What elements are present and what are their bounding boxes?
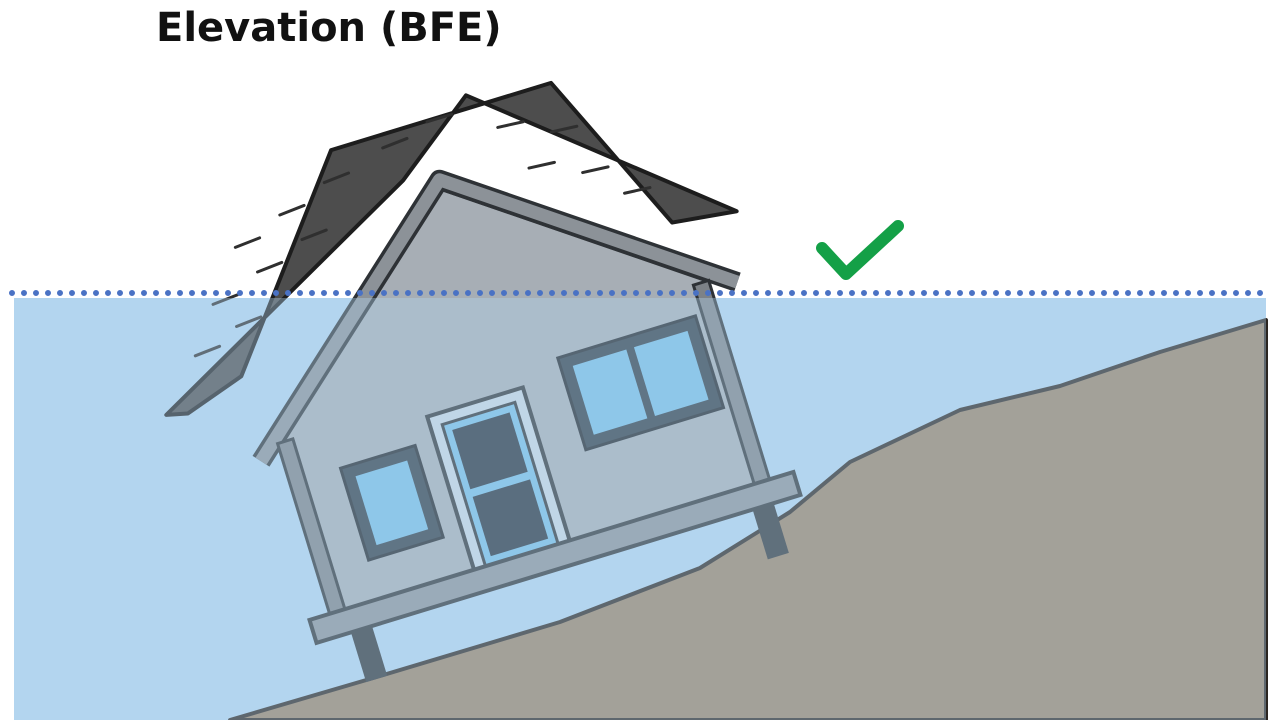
roof: [164, 80, 739, 417]
floor-beam: [307, 469, 803, 646]
small-window: [338, 443, 446, 562]
checkmark-icon: [816, 220, 904, 280]
right-stilt: [752, 503, 789, 560]
ground-slope: [228, 318, 1268, 720]
left-stilt: [350, 625, 388, 683]
diagram-title: Elevation (BFE): [156, 5, 502, 51]
house: [164, 80, 803, 683]
double-window: [555, 313, 726, 452]
floodwater-overlay: [14, 298, 1266, 720]
